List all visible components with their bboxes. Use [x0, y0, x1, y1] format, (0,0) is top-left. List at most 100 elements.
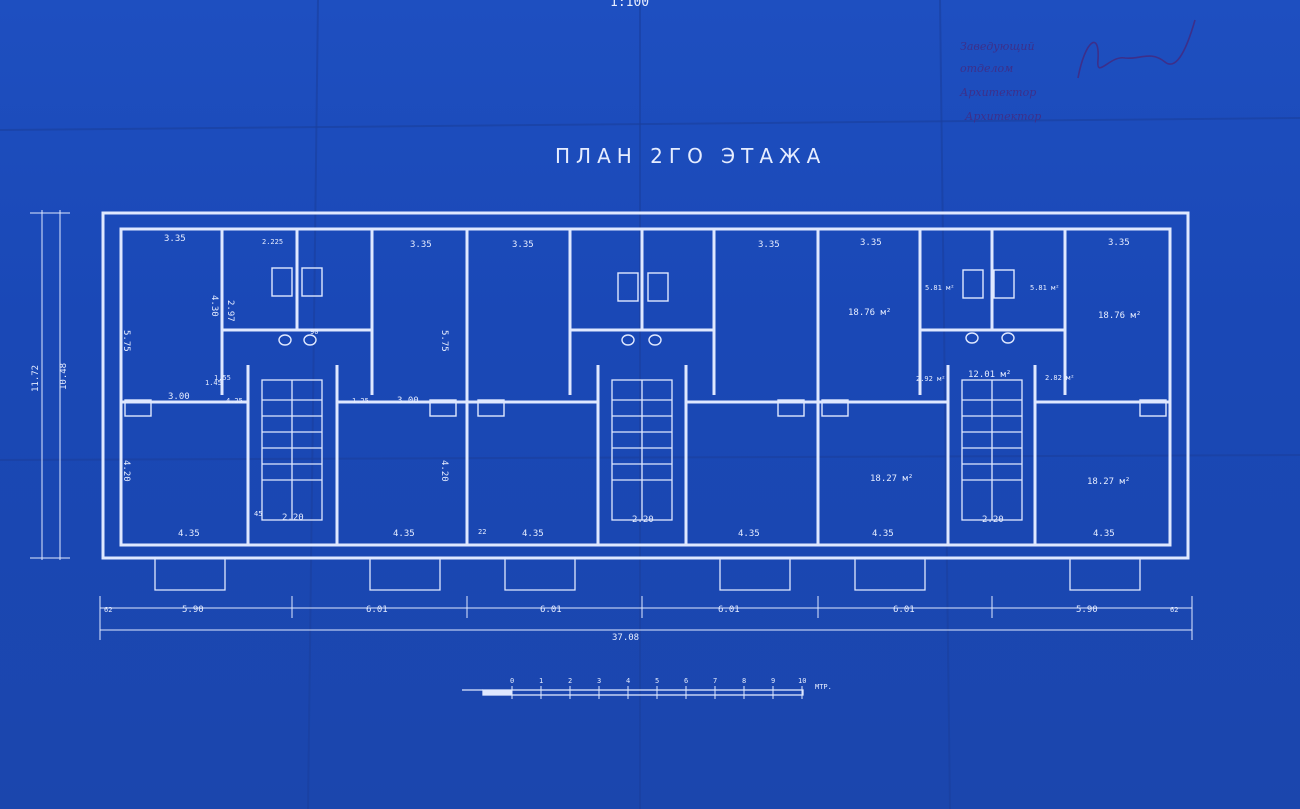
- segment-label: 6.01: [366, 605, 388, 615]
- scale-tick-label: 1: [539, 677, 543, 685]
- scale-tick-label: 2: [568, 677, 572, 685]
- stove-icon: [617, 272, 639, 302]
- bottom-width-label: 4.35: [393, 529, 415, 539]
- misc-dim: 1.55: [214, 374, 231, 382]
- scale-bar: 0 1 2 3 4 5 6 7 8 9 10 МТР.: [462, 677, 832, 699]
- scale-tick-label: 10: [798, 677, 806, 685]
- segment-label: 6.01: [893, 605, 915, 615]
- misc-dim: 90: [310, 328, 318, 336]
- toilet-icon: [965, 332, 979, 344]
- area-closet-left: 2.92 м²: [916, 375, 946, 383]
- stove-icon: [821, 399, 849, 417]
- toilet-icon: [278, 334, 292, 346]
- inner-depth-label: 10.48: [59, 363, 69, 390]
- stove-icon: [647, 272, 669, 302]
- toilet-icon: [1001, 332, 1015, 344]
- bottom-width-label: 4.35: [738, 529, 760, 539]
- left-height-label: 4.20: [121, 460, 131, 482]
- area-room-lower-right: 18.27 м²: [1087, 477, 1130, 487]
- scale-tick-label: 9: [771, 677, 775, 685]
- misc-dim: 1.45: [205, 379, 222, 387]
- area-kitchen-left: 5.81 м²: [925, 284, 955, 292]
- kitchen-height-label: 2.97: [225, 300, 235, 322]
- stove-icon: [993, 269, 1015, 299]
- scale-tick-label: 5: [655, 677, 659, 685]
- area-room-lower-left: 18.27 м²: [870, 474, 913, 484]
- bottom-width-label: 4.35: [1093, 529, 1115, 539]
- toilet-icon: [303, 334, 317, 346]
- area-room-upper-right: 18.76 м²: [1098, 311, 1141, 321]
- toilet-icon: [621, 334, 635, 346]
- segment-label: 5.90: [182, 605, 204, 615]
- mid-height-label: 4.20: [439, 460, 449, 482]
- stove-icon: [477, 399, 505, 417]
- bottom-width-label: 4.35: [178, 529, 200, 539]
- misc-dim: 22: [478, 528, 486, 536]
- room-width-label: 3.35: [512, 240, 534, 250]
- segment-label: 6.01: [540, 605, 562, 615]
- stove-icon: [1139, 399, 1167, 417]
- room-width-label: 3.35: [860, 238, 882, 248]
- room-width-label: 3.35: [164, 234, 186, 244]
- scale-tick-label: 0: [510, 677, 514, 685]
- area-labels: 18.76 м² 18.76 м² 18.27 м² 18.27 м² 5.81…: [848, 284, 1141, 487]
- approval-note: Заведующий отделом Архитектор Архитектор: [959, 19, 1196, 123]
- approval-line-4: Архитектор: [964, 110, 1041, 123]
- area-closet-right: 2.82 м²: [1045, 374, 1075, 382]
- room-width-label: 3.35: [410, 240, 432, 250]
- area-room-upper-left: 18.76 м²: [848, 308, 891, 318]
- misc-dim: 45: [254, 510, 262, 518]
- overall-length-label: 37.08: [612, 633, 639, 643]
- scale-label-top: 1:100: [610, 0, 649, 10]
- staircases: [261, 379, 1023, 521]
- stove-icon: [777, 399, 805, 417]
- approval-line-1: Заведующий: [960, 40, 1035, 53]
- fixtures: [124, 267, 1167, 417]
- scale-tick-label: 4: [626, 677, 630, 685]
- kitchen-height-label: 4.30: [209, 295, 219, 317]
- scale-tick-label: 7: [713, 677, 717, 685]
- exterior-walls: [101, 211, 1190, 560]
- scale-bar-fill: [483, 690, 512, 695]
- misc-dim: 1.25: [352, 397, 369, 405]
- bottom-width-label: 4.35: [522, 529, 544, 539]
- area-hall: 12.01 м²: [968, 370, 1011, 380]
- scale-tick-label: 3: [597, 677, 601, 685]
- signature: [1077, 19, 1196, 79]
- stove-icon: [962, 269, 984, 299]
- bays: [154, 558, 1141, 591]
- segment-label: 5.90: [1076, 605, 1098, 615]
- partition-walls: [121, 229, 1170, 545]
- bottom-width-label: 4.35: [872, 529, 894, 539]
- stove-icon: [271, 267, 293, 297]
- approval-line-3: Архитектор: [959, 86, 1036, 99]
- dimension-labels: 37.08 11.72 10.48 62 62 5.90 6.01 6.01 6…: [31, 234, 1178, 643]
- hall-width-label: 3.00: [168, 392, 190, 402]
- wall-left-label: 62: [104, 606, 112, 614]
- stair-width-label: 2.20: [632, 515, 654, 525]
- room-width-label: 3.35: [758, 240, 780, 250]
- scale-unit-label: МТР.: [815, 683, 832, 691]
- plan-title: ПЛАН 2ГО ЭТАЖА: [555, 144, 826, 168]
- toilet-icon: [648, 334, 662, 346]
- mid-height-label: 5.75: [439, 330, 449, 352]
- segment-label: 6.01: [718, 605, 740, 615]
- stove-icon: [429, 399, 457, 417]
- dimension-lines: [30, 210, 1193, 640]
- stove-icon: [124, 399, 152, 417]
- stair-width-label: 2.20: [282, 513, 304, 523]
- hall-width-label: 3.00: [397, 396, 419, 406]
- wall-right-label: 62: [1170, 606, 1178, 614]
- misc-dim: 4.25: [226, 397, 243, 405]
- overall-depth-label: 11.72: [31, 365, 41, 392]
- room-width-label: 3.35: [1108, 238, 1130, 248]
- stair-width-label: 2.20: [982, 515, 1004, 525]
- stove-icon: [301, 267, 323, 297]
- scale-tick-label: 6: [684, 677, 688, 685]
- scale-tick-label: 8: [742, 677, 746, 685]
- misc-dim: 2.225: [262, 238, 283, 246]
- approval-line-2: отделом: [960, 62, 1013, 75]
